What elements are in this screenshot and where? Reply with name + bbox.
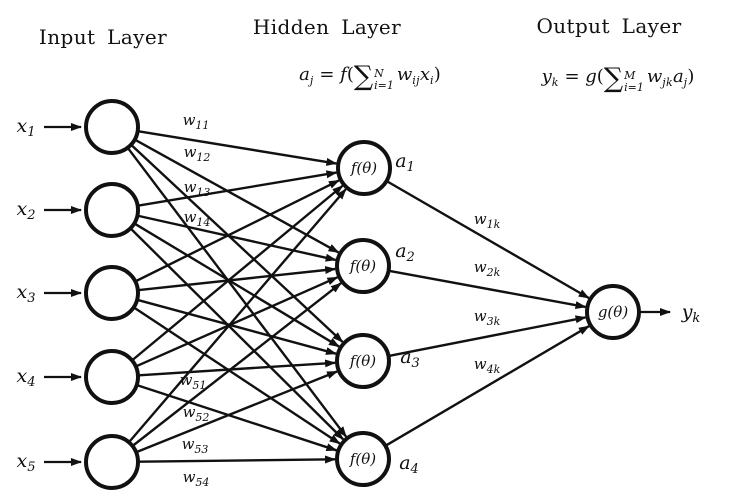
weight-label-w14: w14 [184, 208, 211, 229]
edge-x1-h1 [138, 130, 338, 166]
weight-label-w53: w53 [182, 435, 209, 456]
weight-label-w1k: w1k [474, 210, 501, 231]
weight-label-w13: w13 [184, 178, 211, 199]
hidden-node-h2 [335, 238, 391, 294]
weight-label-w3k: w3k [474, 307, 501, 328]
output-node-o1 [585, 284, 641, 340]
edge-x1-h4 [127, 147, 348, 438]
edge-x3-h1 [135, 179, 340, 283]
input-label-x4: x4 [17, 365, 36, 390]
input-label-x3: x3 [17, 281, 36, 306]
formula-token: i [429, 74, 434, 88]
edge-x4-h1 [132, 184, 344, 361]
edge-x5-h1 [128, 188, 347, 443]
input-node-x4 [84, 349, 140, 405]
input-node-x5 [84, 434, 140, 490]
formula-token: jk [662, 76, 673, 90]
hidden-node-inner-label-h1: f(θ) [350, 159, 377, 177]
hidden-node-h4 [335, 431, 391, 487]
formula-token: w [646, 66, 663, 88]
edge-x2-h2 [138, 214, 337, 262]
weight-label-w54: w54 [183, 468, 210, 489]
output-layer-title: Output Layer [536, 14, 682, 38]
input-node-x2 [84, 182, 140, 238]
edge-x5-h4 [138, 455, 337, 464]
edge-x4-h3 [138, 359, 337, 377]
input-label-x5: x5 [17, 450, 36, 475]
formula-token: = [558, 66, 586, 88]
edge-h4-o1 [385, 325, 590, 447]
weight-label-w4k: w4k [474, 355, 501, 376]
formula-token: g [585, 66, 597, 88]
edge-x2-h1 [138, 170, 338, 207]
input-layer-title: Input Layer [38, 25, 168, 49]
output-label-o1: yk [681, 301, 701, 326]
input-node-x3 [84, 265, 140, 321]
activation-label-h2: a2 [395, 240, 415, 265]
edge-x1-h3 [130, 144, 344, 343]
input-node-x1 [84, 99, 140, 155]
activation-label-h3: a3 [400, 346, 420, 371]
formula-token: x [419, 64, 430, 86]
hidden-layer-title: Hidden Layer [252, 15, 402, 39]
edge-h1-o1 [386, 180, 590, 300]
formula-token: ( [346, 64, 354, 86]
weight-label-w52: w52 [183, 403, 210, 424]
formula-token: w [396, 64, 413, 86]
hidden-node-inner-label-h2: f(θ) [349, 257, 376, 275]
edge-x5-h2 [132, 282, 342, 447]
formula-token: ij [412, 74, 420, 88]
formula-token: j [309, 74, 314, 88]
formula-token: k [551, 76, 559, 90]
edge-x2-h3 [134, 222, 340, 348]
formula-token: j [683, 76, 688, 90]
weight-label-w12: w12 [184, 143, 211, 164]
activation-label-h4: a4 [399, 452, 419, 477]
edge-x3-h2 [138, 266, 337, 292]
formula-token: a [672, 66, 684, 88]
formula-token: a [299, 64, 310, 86]
formula-token: ) [433, 64, 441, 86]
hidden-node-h1 [336, 140, 392, 196]
formula-token: ) [687, 66, 695, 88]
formula-token: y [541, 66, 552, 88]
weight-label-w11: w11 [183, 111, 210, 132]
sum-symbol: ∑ [603, 63, 624, 95]
weight-label-w51: w51 [180, 371, 207, 392]
edge-x1-h2 [135, 139, 340, 254]
formula-token: = [313, 64, 341, 86]
formula-token: f [340, 64, 347, 86]
hidden-node-inner-label-h4: f(θ) [349, 450, 376, 468]
edge-x5-h3 [136, 370, 338, 454]
input-label-x1: x1 [17, 115, 36, 140]
edge-x4-h2 [136, 276, 339, 368]
edge-x2-h4 [130, 228, 344, 441]
input-label-x2: x2 [17, 198, 36, 223]
hidden-node-inner-label-h3: f(θ) [349, 352, 376, 370]
hidden-node-h3 [335, 333, 391, 389]
edge-x3-h3 [137, 298, 337, 355]
sum-symbol: ∑ [353, 61, 374, 93]
edge-x4-h4 [137, 384, 338, 452]
weight-label-w2k: w2k [474, 258, 501, 279]
edge-h3-o1 [389, 315, 587, 357]
edge-h2-o1 [389, 269, 587, 310]
activation-label-h1: a1 [395, 150, 415, 175]
output-node-inner-label-o1: g(θ) [598, 303, 628, 321]
formula-token: ( [596, 66, 604, 88]
